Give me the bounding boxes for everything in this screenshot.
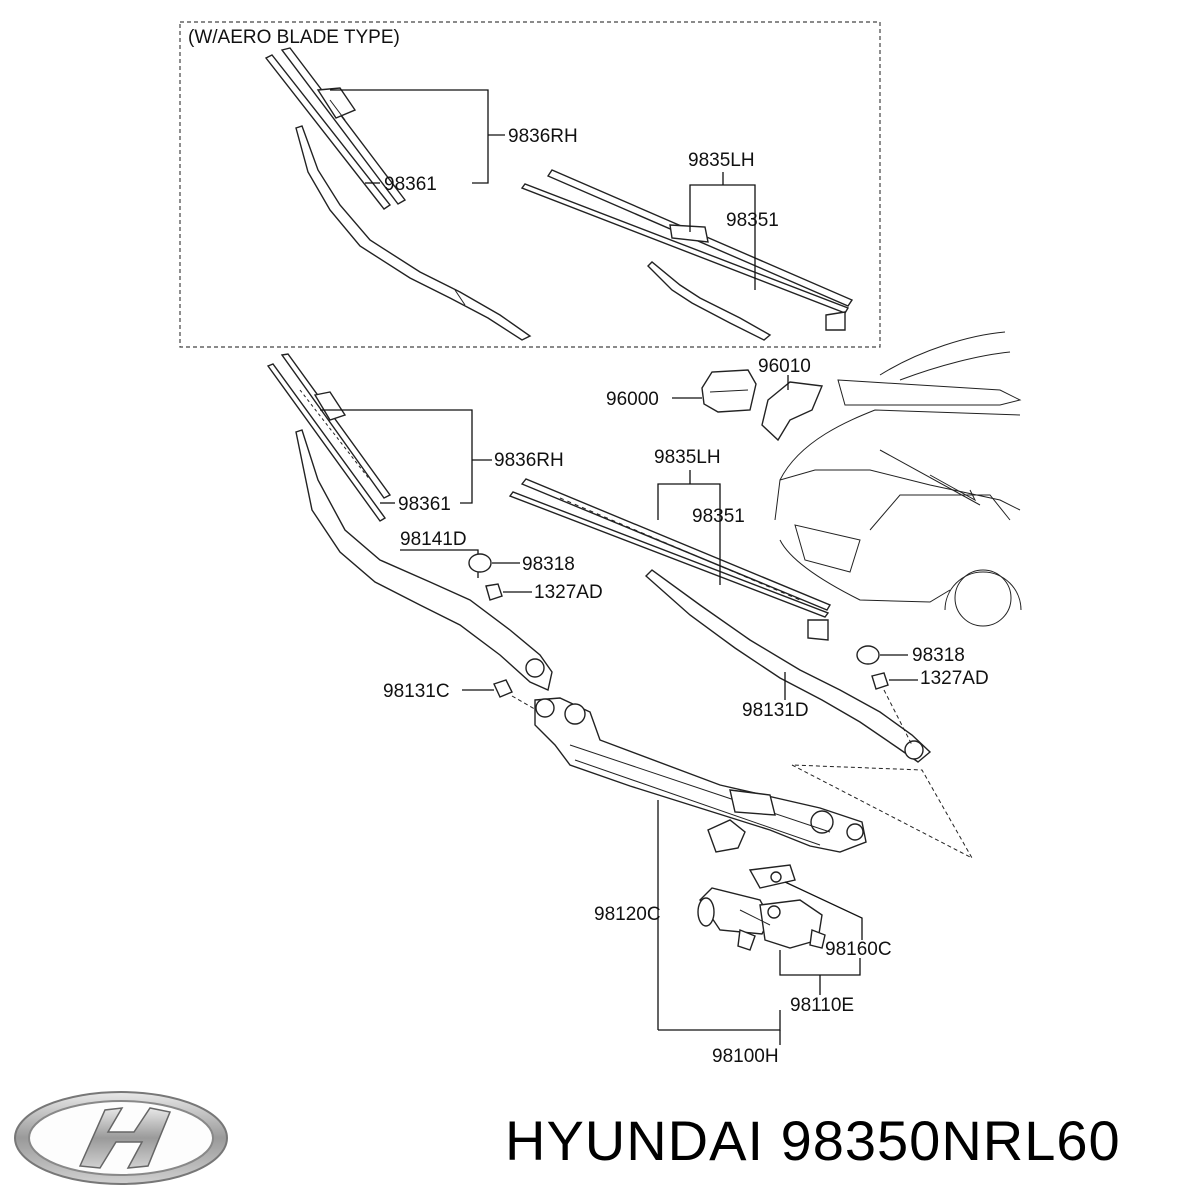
nut-98131c (493, 679, 513, 698)
nut-1327ad-b (871, 672, 889, 690)
label-aero-9835lh: 9835LH (688, 150, 755, 171)
rh-blade (266, 353, 392, 522)
aero-lh-leaders (689, 172, 756, 290)
wiper-linkage (534, 697, 867, 853)
label-aero-9836rh: 9836RH (508, 126, 578, 147)
label-9836rh: 9836RH (494, 450, 564, 471)
lh-leaders (657, 470, 786, 700)
aero-blade-box (179, 21, 881, 348)
motor-leaders (658, 881, 863, 1045)
cap-98318-a (468, 553, 492, 573)
label-aero-98351: 98351 (726, 210, 779, 231)
aero-rh-arm (295, 125, 532, 341)
rain-sensor-96000 (701, 369, 757, 413)
label-96010: 96010 (758, 356, 811, 377)
aero-rh-blade (264, 47, 407, 210)
label-aero-98361: 98361 (384, 174, 437, 195)
rh-arm (295, 429, 553, 691)
nut-1327ad-a (485, 583, 503, 601)
part-number: 98350NRL60 (780, 1109, 1121, 1172)
aero-rh-leaders (330, 89, 505, 184)
label-98110e: 98110E (790, 995, 854, 1016)
aero-lh-arm (647, 261, 772, 341)
aero-box-title: (W/AERO BLADE TYPE) (188, 27, 400, 48)
label-98131d: 98131D (742, 700, 809, 721)
wiper-motor (697, 864, 826, 951)
label-1327ad-b: 1327AD (920, 668, 989, 689)
label-98361: 98361 (398, 494, 451, 515)
label-98141d: 98141D (400, 529, 467, 550)
label-98131c: 98131C (383, 681, 450, 702)
cap-98318-b (856, 645, 880, 665)
brand-name: HYUNDAI (505, 1109, 765, 1172)
hyundai-logo (14, 1091, 228, 1185)
label-98318-a: 98318 (522, 554, 575, 575)
label-98120c: 98120C (594, 904, 661, 925)
label-98160c: 98160C (825, 939, 892, 960)
label-9835lh: 9835LH (654, 447, 721, 468)
cowl-outline (791, 764, 974, 860)
label-98318-b: 98318 (912, 645, 965, 666)
label-98100h: 98100H (712, 1046, 779, 1067)
label-1327ad-a: 1327AD (534, 582, 603, 603)
car-illustration (774, 331, 1022, 627)
lh-arm (644, 569, 932, 763)
part-caption: HYUNDAI 98350NRL60 (505, 1108, 1195, 1188)
aero-lh-blade (520, 169, 854, 331)
label-98351: 98351 (692, 506, 745, 527)
label-96000: 96000 (606, 389, 659, 410)
sensor-cover-96010 (761, 381, 824, 442)
